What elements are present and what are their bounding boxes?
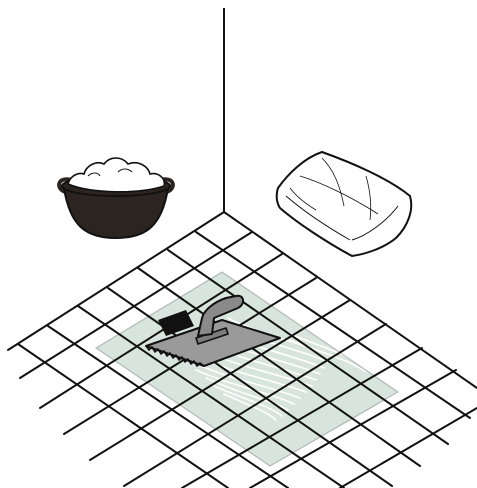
trowel-blade [145,319,281,367]
adhesive-patch-outline [94,271,400,467]
trowel-notches [145,345,205,367]
cement-bag [275,151,413,257]
mortar-heap [67,157,166,193]
tile-grid [7,211,477,488]
notched-trowel [145,294,281,367]
mortar-bucket [57,157,175,240]
trowel-handle [197,294,244,337]
